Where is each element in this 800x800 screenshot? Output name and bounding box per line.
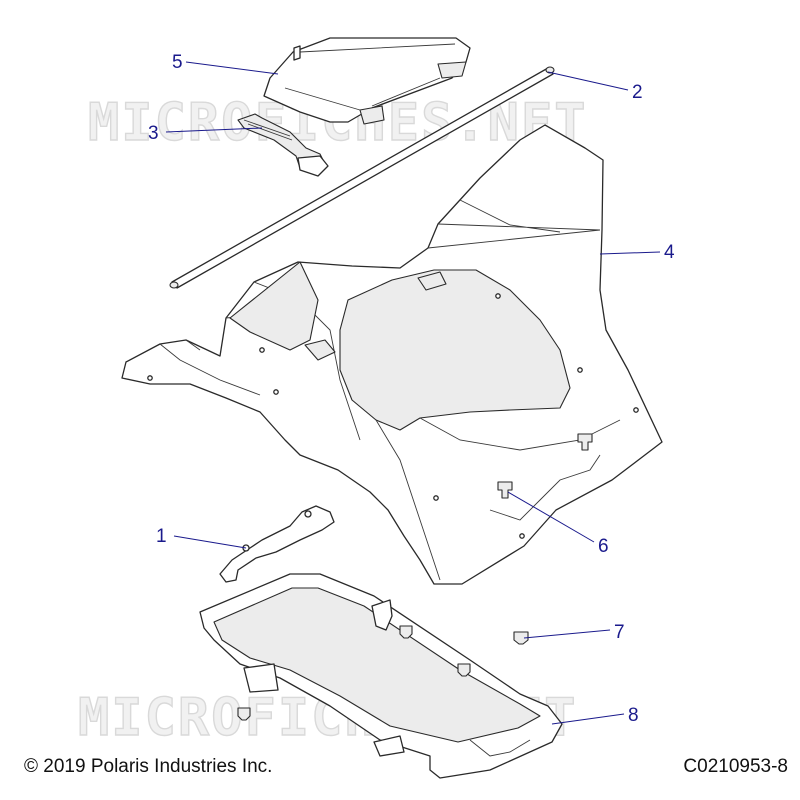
callout-1: 1 (156, 526, 167, 547)
callout-4: 4 (664, 242, 675, 263)
leader-line-1 (173, 535, 247, 549)
part-6-push-rivets (497, 433, 593, 499)
leader-line-2 (547, 71, 629, 91)
callout-6: 6 (598, 536, 609, 557)
part-3-strap (237, 113, 329, 177)
part-7-fasteners (237, 625, 529, 721)
callout-7: 7 (614, 622, 625, 643)
copyright-notice: © 2019 Polaris Industries Inc. (24, 756, 273, 777)
leader-line-4 (599, 251, 661, 255)
leader-line-3 (165, 127, 263, 133)
drawing-number: C0210953-8 (683, 756, 788, 777)
part-4-floor-panel (121, 124, 663, 585)
callout-3: 3 (148, 123, 159, 144)
part-8-lower-tray (199, 573, 563, 779)
leader-line-7 (523, 629, 611, 639)
callout-5: 5 (172, 52, 183, 73)
part-5-cover-panel (263, 37, 471, 125)
part-1-bracket (219, 505, 335, 583)
leader-line-6 (507, 491, 595, 543)
part-2-rod (169, 66, 555, 289)
leader-line-8 (551, 713, 625, 725)
callout-8: 8 (628, 705, 639, 726)
leader-line-5 (185, 61, 279, 75)
callout-2: 2 (632, 82, 643, 103)
